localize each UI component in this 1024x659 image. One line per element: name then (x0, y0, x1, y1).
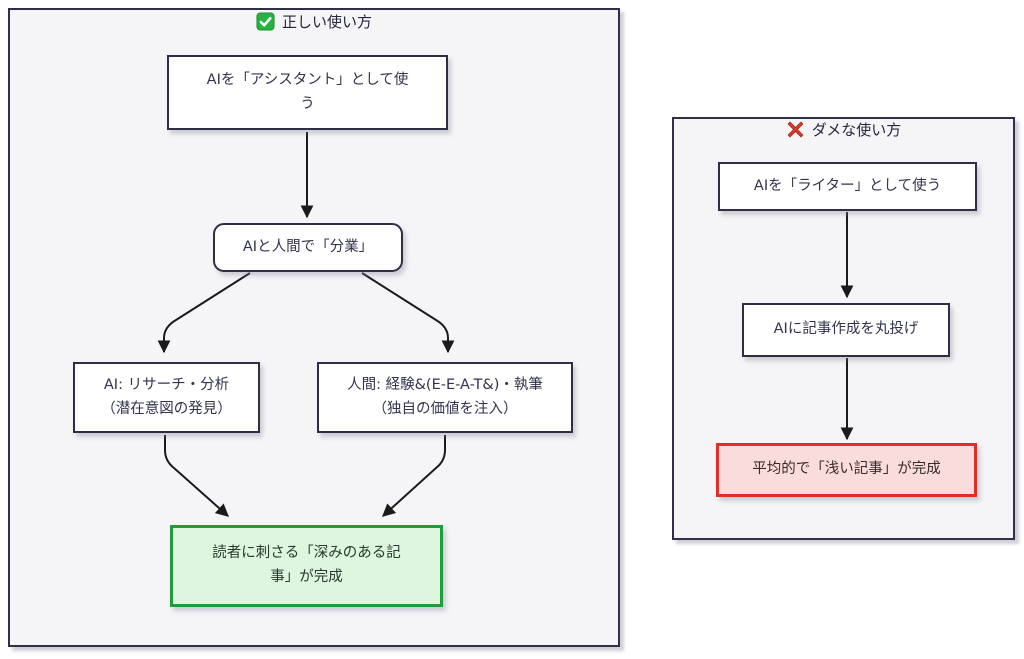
bad-usage-title: ダメな使い方 (672, 119, 1015, 140)
node-deep-article-result: 読者に刺さる「深みのある記 事」が完成 (170, 525, 443, 607)
check-icon (256, 12, 275, 31)
node-outsource-writing: AIに記事作成を丸投げ (742, 303, 950, 357)
node-ai-assistant: AIを「アシスタント」として使 う (167, 55, 448, 130)
node-division-of-labor: AIと人間で「分業」 (213, 223, 403, 272)
correct-usage-title: 正しい使い方 (8, 11, 620, 32)
cross-icon (786, 120, 805, 139)
node-human-experience: 人間: 経験&(E-E-A-T&)・執筆 （独自の価値を注入） (317, 362, 573, 433)
node-ai-writer: AIを「ライター」として使う (718, 162, 977, 211)
node-ai-research: AI: リサーチ・分析 （潜在意図の発見） (73, 362, 260, 433)
node-shallow-article-result: 平均的で「浅い記事」が完成 (716, 443, 977, 497)
bad-usage-title-label: ダメな使い方 (811, 121, 902, 139)
correct-usage-title-label: 正しい使い方 (281, 13, 372, 31)
